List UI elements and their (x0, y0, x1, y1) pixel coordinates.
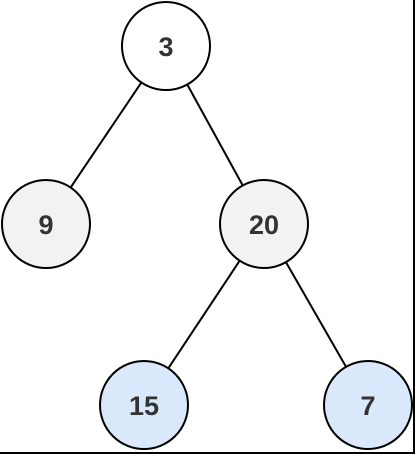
tree-node-root: 3 (121, 1, 211, 91)
tree-node-right: 20 (219, 179, 309, 269)
node-label-right-right: 7 (360, 391, 375, 421)
edges-layer (69, 81, 347, 369)
node-circle-left (1, 179, 91, 269)
node-label-right: 20 (249, 210, 279, 240)
node-circle-right-right (323, 360, 413, 450)
node-circle-right (219, 179, 309, 269)
edge-right-to-right-right (285, 261, 347, 368)
node-label-root: 3 (158, 32, 173, 62)
node-label-left: 9 (38, 210, 53, 240)
tree-node-left: 9 (1, 179, 91, 269)
edge-right-to-right-left (167, 260, 241, 369)
tree-node-right-left: 15 (99, 360, 189, 450)
node-circle-root (121, 1, 211, 91)
node-circle-right-left (99, 360, 189, 450)
node-label-right-left: 15 (129, 391, 159, 421)
edge-root-to-right (186, 84, 244, 186)
tree-node-right-right: 7 (323, 360, 413, 450)
edge-root-to-left (69, 81, 143, 189)
